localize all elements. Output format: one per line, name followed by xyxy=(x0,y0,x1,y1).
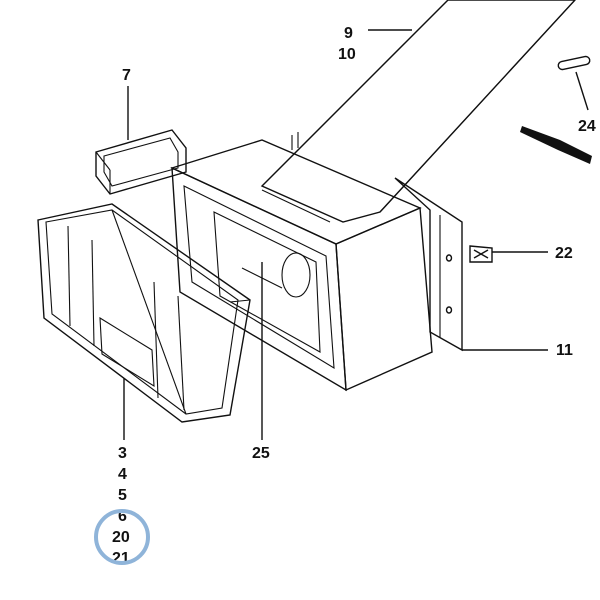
callout-22: 22 xyxy=(555,245,573,262)
callout-20: 20 xyxy=(112,529,130,546)
housing-box xyxy=(170,132,433,392)
pin-part xyxy=(557,55,591,71)
callout-4: 4 xyxy=(118,466,127,483)
support-arm xyxy=(260,0,576,223)
lamp-lens xyxy=(37,203,251,423)
callout-9: 9 xyxy=(344,25,353,42)
screw-part xyxy=(469,245,493,263)
edge-stroke xyxy=(520,126,592,164)
mounting-plate xyxy=(394,177,463,352)
gasket-part xyxy=(95,129,187,195)
callout-11: 11 xyxy=(556,342,573,359)
callout-10: 10 xyxy=(338,46,356,63)
callout-7: 7 xyxy=(122,67,131,84)
callout-25: 25 xyxy=(252,445,270,462)
highlight-circle xyxy=(94,509,150,565)
leader-lines xyxy=(123,29,589,440)
callout-5: 5 xyxy=(118,487,127,504)
callout-3: 3 xyxy=(118,445,127,462)
callout-24: 24 xyxy=(578,118,596,135)
callout-6: 6 xyxy=(118,508,127,525)
